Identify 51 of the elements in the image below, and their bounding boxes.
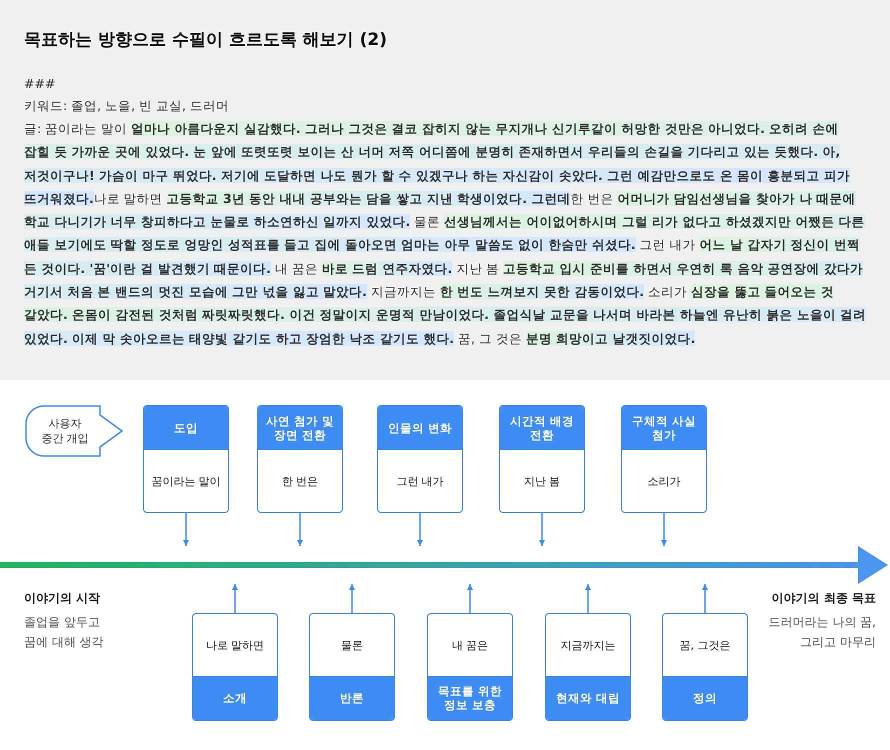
stage-footer: 반론 (310, 676, 394, 720)
stage-header: 도입 (144, 406, 228, 450)
arrow (702, 584, 708, 613)
arrow (585, 584, 591, 613)
intervention-arrow-shape (24, 405, 124, 457)
page-title: 목표하는 방향으로 수필이 흐르도록 해보기 (2) (24, 29, 388, 51)
stage-header: 구체적 사실 첨가 (622, 406, 706, 450)
timeline-arrow (0, 546, 888, 584)
stage-card (377, 405, 463, 513)
stage-keyword: 꿈, 그것은 (678, 638, 732, 654)
stage-header: 인물의 변화 (378, 406, 462, 450)
stage-card (143, 405, 229, 513)
start-note: 졸업을 앞두고 꿈에 대해 생각 (24, 614, 105, 651)
stage-footer: 소개 (193, 676, 277, 720)
arrow (417, 513, 423, 546)
stage-keyword: 내 꿈은 (450, 638, 490, 654)
stage-card (545, 613, 631, 721)
markdown-heading-mark: ### (24, 75, 56, 93)
essay-paragraph: 글: 꿈이라는 말이 얼마나 아름다운지 실감했다. 그러나 그것은 결코 잡히지 않는 무지개나 신기루같이 허망한 것만은 아니었다. 오히려 손에 잡힐 듯 가까운 곳에 있었다. 눈 앞에 또렷또렷 보이는 산 너머 저쪽 어디쯤에 분명히 존재하면서 우리들의 손길을 기다리고 있는 듯했다. 아, 저것이구나! 가슴이 마구 뛰었다. 저기에 도달하면 나도 뭔가 할 수 있겠구나 하는 자신감이 솟았다. 그런 예감만으로도 온 몸이 흥분되고 피가 뜨거워졌다.나로 말하면 고등학교 3년 동안 내내 공부와는 담을 쌓고 지낸 학생이었다. 그런데한 번은 어머니가 담임선생님을 찾아가 나 때문에 학교 다니기가 너무 창피하다고 눈물로 하소연하신 일까지 있었다. 물론 선생님께서는 어이없어하시며 그럴 리가 없다고 하셨겠지만 어쨌든 다른 애들 보기에도 딱할 정도로 엉망인 성적표를 들고 집에 돌아오면 엄마는 아무 말씀도 없이 한숨만 쉬셨다. 그런 내가 어느 날 갑자기 정신이 번쩍 든 것이다. '꿈'이란 걸 발견했기 때문이다. 내 꿈은 바로 드럼 연주자였다. 지난 봄 고등학교 입시 준비를 하면서 우연히 록 음악 공연장에 갔다가 거기서 처음 본 밴드의 멋진 모습에 그만 넋을 잃고 말았다. 지금까지는 한 번도 느껴보지 못한 감동이었다. 소리가 심장을 뚫고 들어오는 것 같았다. 온몸이 감전된 것처럼 짜릿짜릿했다. 이건 정말이지 운명적 만남이었다. 졸업식날 교문을 나서며 바라본 하늘엔 유난히 붉은 노을이 걸려 있었다. 이제 막 솟아오르는 태양빛 같기도 하고 장엄한 낙조 같기도 했다. 꿈, 그 것은 분명 희망이고 날갯짓이었다. (24, 120, 868, 348)
stage-card (621, 405, 707, 513)
goal-label: 이야기의 최종 목표 (772, 590, 876, 607)
stage-footer: 목표를 위한 정보 보충 (428, 676, 512, 720)
stage-footer: 현재와 대립 (546, 676, 630, 720)
keyword-line: 키워드: 졸업, 노을, 빈 교실, 드러머 (24, 97, 230, 115)
arrow (232, 584, 238, 613)
stage-keyword: 그런 내가 (395, 474, 445, 490)
stage-keyword: 소리가 (646, 474, 682, 490)
arrow (539, 513, 545, 546)
stage-card (192, 613, 278, 721)
start-label: 이야기의 시작 (24, 590, 100, 607)
arrow (297, 513, 303, 546)
stage-keyword: 물론 (340, 638, 364, 654)
stage-keyword: 꿈이라는 말이 (150, 474, 222, 490)
arrow (349, 584, 355, 613)
arrow (467, 584, 473, 613)
stage-card (499, 405, 585, 513)
callout-text: 사용자 중간 개입 (40, 416, 90, 447)
stage-keyword: 지금까지는 (560, 638, 616, 654)
stage-card (427, 613, 513, 721)
stage-keyword: 지난 봄 (522, 474, 562, 490)
stage-header: 사연 첨가 및 장면 전환 (258, 406, 342, 450)
stage-card (309, 613, 395, 721)
stage-keyword: 나로 말하면 (204, 638, 266, 654)
arrow (183, 513, 189, 546)
stage-footer: 정의 (663, 676, 747, 720)
goal-note: 드러머라는 나의 꿈, 그리고 마무리 (768, 614, 876, 651)
stage-header: 시간적 배경 전환 (500, 406, 584, 450)
stage-keyword: 한 번은 (280, 474, 320, 490)
arrow (661, 513, 667, 546)
stage-card (257, 405, 343, 513)
stage-card (662, 613, 748, 721)
